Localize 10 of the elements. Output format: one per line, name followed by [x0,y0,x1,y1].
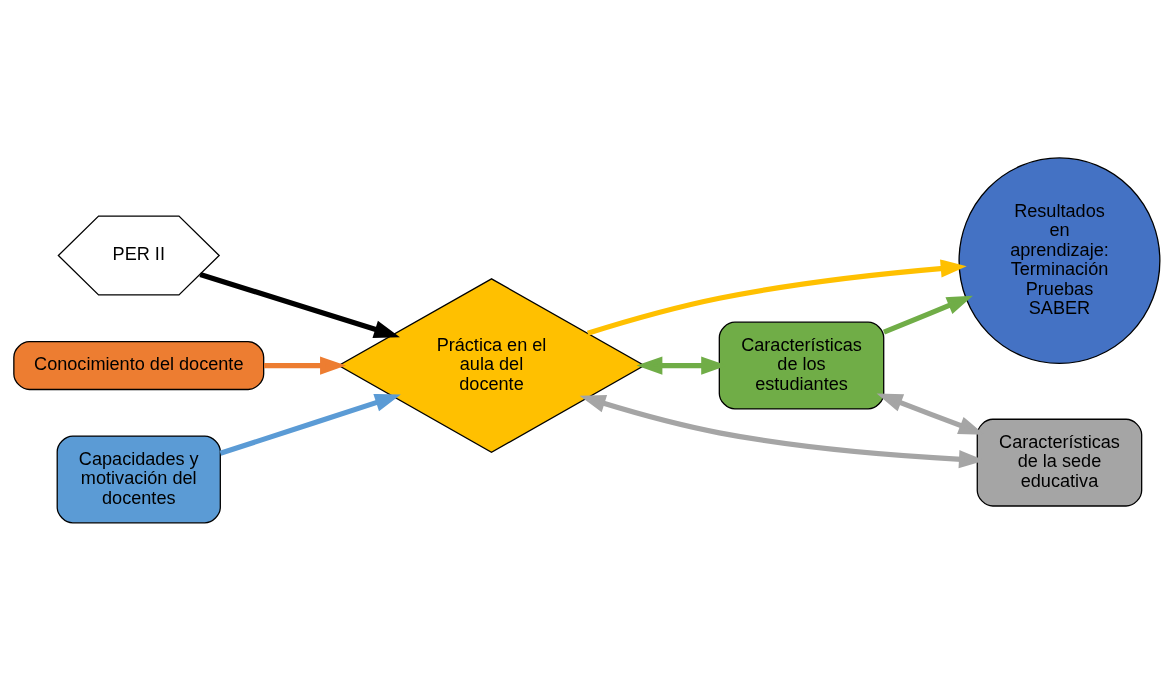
node-box: Capacidades y motivación del docentes [56,435,221,524]
node-box: Conocimiento del docente [13,340,265,391]
arrow [199,271,400,339]
node-circle: Resultados en aprendizaje: Terminación Pruebas SABER [958,157,1161,365]
arrow [264,356,347,375]
arrow [586,259,967,336]
arrow [882,295,973,335]
node-box: Características de los estudiantes [718,321,885,410]
node-box: Características de la sede educativa [976,418,1143,507]
arrow [219,394,401,456]
